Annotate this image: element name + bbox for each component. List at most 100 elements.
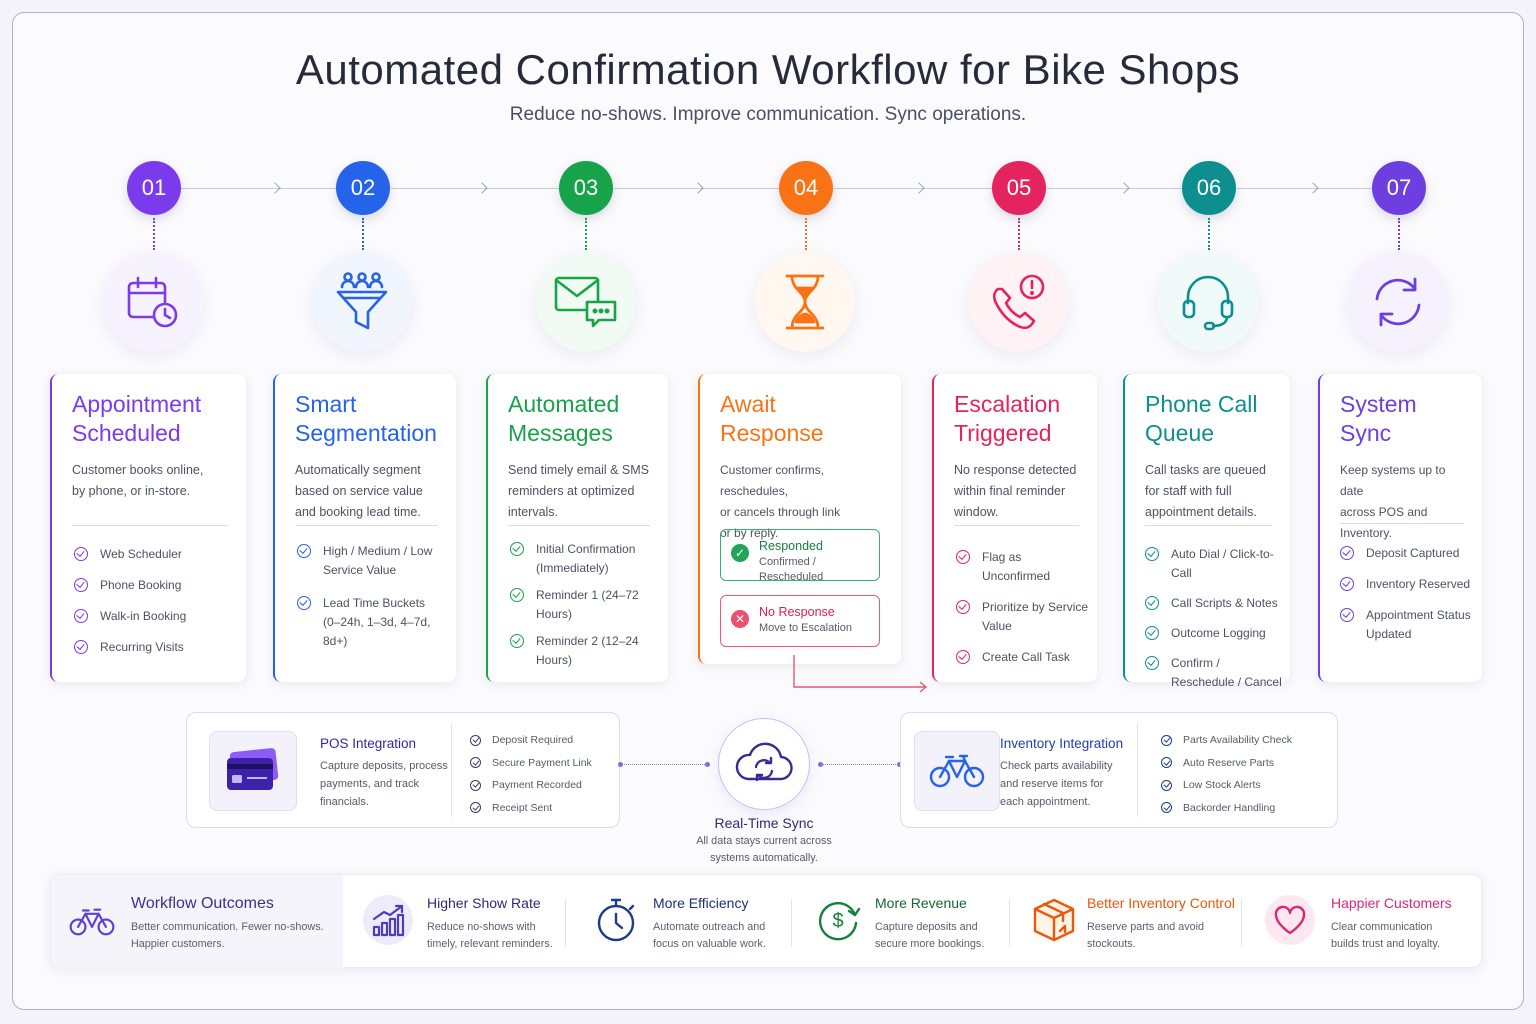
outcome-title: Happier Customers: [1331, 895, 1452, 911]
headset-icon: [1158, 252, 1258, 352]
stopwatch-icon: [591, 895, 641, 945]
check-circle-icon: [470, 802, 481, 814]
list-item: Flag as Unconfirmed: [956, 548, 1089, 586]
step-number: 05: [992, 161, 1046, 215]
check-circle-icon: [1340, 608, 1354, 622]
list-item: Web Scheduler: [74, 545, 236, 564]
no-response-box: ✕ No Response Move to Escalation: [720, 595, 880, 647]
funnel-people-icon: [312, 252, 412, 352]
check-circle-icon: [74, 640, 88, 654]
workflow-outcomes-bar: Workflow Outcomes Better communication. …: [50, 874, 1482, 969]
cloud-sync-icon: [718, 718, 810, 810]
outcome-description: Better communication. Fewer no-shows.Hap…: [131, 921, 324, 950]
no-response-subtitle: Move to Escalation: [759, 622, 852, 634]
check-circle-icon: [956, 600, 970, 614]
divider: [565, 899, 566, 947]
list-item: Lead Time Buckets (0–24h, 1–3d, 4–7d, 8d…: [297, 594, 442, 651]
page-subtitle: Reduce no-shows. Improve communication. …: [509, 104, 1027, 125]
list-item: Call Scripts & Notes: [1145, 594, 1286, 613]
check-circle-icon: [1340, 546, 1354, 560]
close-icon: ✕: [731, 610, 749, 628]
check-circle-icon: [74, 609, 88, 623]
check-circle-icon: [470, 734, 481, 746]
check-circle-icon: [1161, 779, 1172, 791]
step-connector: [153, 218, 155, 250]
list-item: Deposit Required: [470, 729, 592, 752]
bicycle-icon: [67, 897, 117, 947]
list-item: Backorder Handling: [1161, 797, 1292, 820]
check-circle-icon: [510, 588, 524, 602]
list-item: Confirm / Reschedule / Cancel: [1145, 654, 1286, 692]
list-item: Reminder 1 (24–72 Hours): [510, 586, 654, 624]
outcome-title: Higher Show Rate: [427, 895, 541, 911]
inventory-title: Inventory Integration: [1000, 736, 1124, 751]
step-connector: [362, 218, 364, 250]
list-item: Walk-in Booking: [74, 607, 236, 626]
check-circle-icon: [470, 779, 481, 791]
check-circle-icon: [1145, 656, 1159, 670]
pos-title: POS Integration: [320, 736, 417, 751]
responded-title: Responded: [759, 539, 823, 553]
list-item: Phone Booking: [74, 576, 236, 595]
list-item: Outcome Logging: [1145, 624, 1286, 643]
check-circle-icon: [1161, 757, 1172, 769]
growth-chart-icon: [363, 895, 413, 945]
divider: [1145, 525, 1272, 526]
timeline-connector: [391, 188, 559, 189]
escalation-arrow: [793, 655, 928, 693]
connector-dot: [705, 762, 710, 767]
check-circle-icon: [510, 634, 524, 648]
connector-dot: [818, 762, 823, 767]
svg-text:$: $: [832, 910, 843, 932]
check-circle-icon: [1161, 734, 1172, 746]
sync-connector: [820, 764, 900, 765]
divider: [72, 525, 228, 526]
check-circle-icon: [1340, 577, 1354, 591]
sync-connector: [621, 764, 709, 765]
list-item: Recurring Visits: [74, 638, 236, 657]
timeline-connector: [614, 188, 779, 189]
list-item: High / Medium / Low Service Value: [297, 542, 442, 580]
sync-arrows-icon: [1348, 252, 1448, 352]
step-number: 04: [779, 161, 833, 215]
divider: [295, 525, 438, 526]
list-item: Auto Dial / Click-to-Call: [1145, 545, 1286, 583]
step-number: 06: [1182, 161, 1236, 215]
page-title: Automated Confirmation Workflow for Bike…: [295, 46, 1241, 93]
responded-subtitle: Confirmed / Rescheduled: [759, 556, 824, 583]
list-item: Parts Availability Check: [1161, 729, 1292, 752]
connector-dot: [897, 762, 902, 767]
divider: [1340, 523, 1464, 524]
dollar-refresh-icon: $: [813, 895, 863, 945]
credit-card-icon: [209, 731, 297, 811]
check-circle-icon: [297, 596, 311, 610]
list-item: Secure Payment Link: [470, 752, 592, 775]
divider: [1009, 899, 1010, 947]
outcome-title: Better Inventory Control: [1087, 895, 1235, 911]
timeline-connector: [181, 188, 336, 189]
check-icon: ✓: [731, 544, 749, 562]
bicycle-icon: [914, 731, 1000, 811]
